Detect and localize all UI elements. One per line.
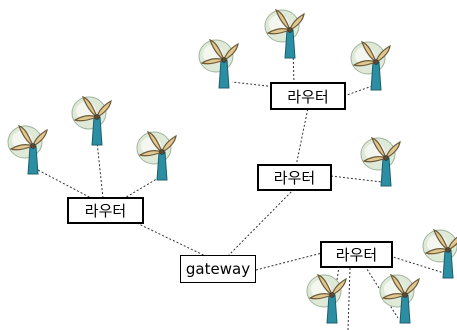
gateway-label: gateway (185, 260, 251, 278)
link-router-mid-turbine (330, 175, 383, 183)
wind-turbine-icon (198, 39, 239, 89)
link-router-right-turbine-a (389, 255, 445, 274)
router-top-label: 라우터 (287, 87, 329, 106)
link-router-left-turbine-c (122, 176, 161, 200)
wind-turbine-icon (71, 96, 112, 146)
router-mid-label: 라우터 (273, 169, 316, 187)
wind-turbine-icon (306, 274, 347, 324)
wind-turbine-icon (7, 125, 48, 175)
wind-turbine-icon (360, 137, 401, 187)
router-right-label: 라우터 (335, 246, 378, 264)
link-gateway-router-right (255, 252, 323, 271)
wind-turbine-icon (136, 131, 177, 181)
link-router-left-turbine-b (96, 141, 104, 199)
wind-turbine-icon (350, 41, 391, 91)
gateway-node: gateway (180, 255, 256, 283)
router-top: 라우터 (270, 82, 346, 110)
link-gateway-router-mid (227, 186, 297, 257)
wind-turbine-icon (264, 9, 305, 59)
router-left: 라우터 (67, 197, 144, 224)
wind-turbine-icon (379, 274, 420, 324)
wind-turbine-icon (422, 229, 457, 279)
link-router-top-turbine-a (231, 81, 277, 88)
router-left-label: 라우터 (84, 202, 127, 220)
router-right: 라우터 (320, 241, 393, 268)
link-router-mid-router-top (295, 107, 309, 167)
router-mid: 라우터 (257, 164, 332, 191)
